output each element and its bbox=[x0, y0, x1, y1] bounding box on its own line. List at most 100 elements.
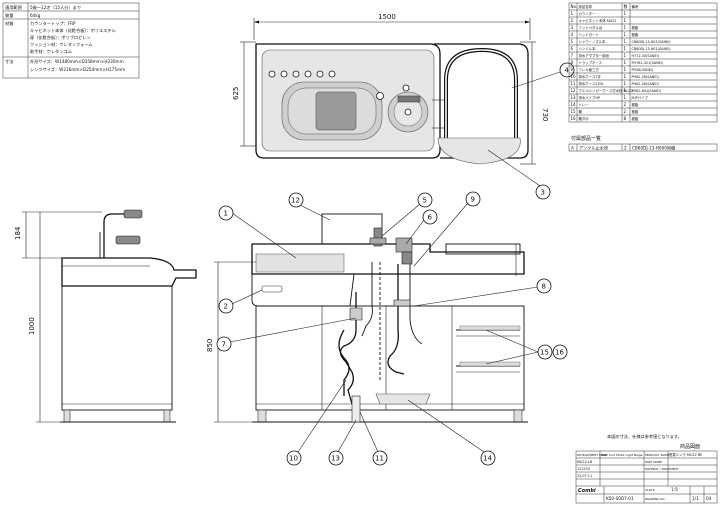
accessory-note: CB60DJ-13-H000用備 bbox=[632, 145, 675, 152]
drain-mesh-top bbox=[315, 91, 357, 131]
parts-cell: フレキ管三方 bbox=[579, 67, 600, 72]
parts-cell: 4 bbox=[571, 32, 574, 37]
callout-12: 12 bbox=[291, 197, 300, 205]
tb-scale-label: SCALE bbox=[645, 488, 655, 492]
spec-label-3: 寸法 bbox=[5, 58, 13, 65]
parts-cell: 1 bbox=[624, 60, 627, 65]
parts-cell: 1 bbox=[624, 39, 627, 44]
callout-1: 1 bbox=[224, 210, 228, 218]
parts-cell: 2 bbox=[624, 109, 627, 114]
dim-top-total: 730 bbox=[541, 108, 549, 121]
parts-cell: 樹脂 bbox=[632, 116, 639, 121]
parts-cell: 樹脂 bbox=[632, 32, 639, 37]
accessory-qty: 2 bbox=[624, 146, 627, 151]
callouts: 1 2 3 4 5 6 7 8 9 10 11 12 13 14 15 16 bbox=[216, 62, 575, 466]
parts-cell: 8 bbox=[571, 60, 574, 65]
parts-cell: キャビネット本体 MU22 bbox=[579, 18, 617, 23]
parts-cell: 8 bbox=[624, 116, 627, 121]
accessory-title: 付属部品一覧 bbox=[571, 135, 601, 142]
spec-table: 適用範囲 5歳〜12才（15人分）まで 質量 64kg 材質 カウンタートップ：… bbox=[2, 2, 140, 79]
tb-drawing-no-label: DRAWING No. bbox=[645, 497, 666, 501]
parts-cell: 5 bbox=[571, 39, 574, 44]
spec-value-2-3: クッション材：ウレタンフォーム bbox=[30, 41, 93, 48]
parts-cell: JEJPパイプ bbox=[631, 95, 649, 100]
spec-value-3-1: シンクサイズ：W216mm×D254mm×H175mm bbox=[30, 66, 125, 73]
dim-top-width: 1500 bbox=[378, 13, 396, 21]
drawing-note: 本図の寸法、仕様は参考値となります。 bbox=[607, 433, 682, 440]
callout-9: 9 bbox=[471, 196, 475, 204]
parts-cell: PH781-321(SANEI) bbox=[632, 61, 664, 65]
parts-cell: H772-30(SANEI) bbox=[632, 54, 660, 58]
dim-front-850: 850 bbox=[206, 339, 214, 352]
spec-value-2-2: 扉（化粧合板）：ポリプロピレン bbox=[30, 34, 91, 41]
parts-cell: 2 bbox=[571, 18, 574, 23]
parts-cell: 樹脂 bbox=[632, 25, 639, 30]
callout-3: 3 bbox=[541, 189, 545, 197]
tb-r0c3: 簡易シンク MU22 BE bbox=[669, 452, 702, 457]
parts-cell: 1 bbox=[624, 25, 627, 30]
spec-value-1: 64kg bbox=[30, 13, 41, 18]
parts-cell: CB60DJ-13-H01(SANEI) bbox=[632, 40, 672, 44]
accessory-list: 付属部品一覧 A アングル止水栓 2 CB60DJ-13-H000用備 bbox=[568, 135, 718, 152]
dim-side-184: 184 bbox=[14, 226, 22, 240]
callout-10: 10 bbox=[289, 455, 298, 463]
tb-drawing-no: K50-S0D7-01 bbox=[606, 496, 634, 501]
parts-cell: 排水アダプター部品 bbox=[579, 53, 610, 58]
spec-label-2: 材質 bbox=[5, 20, 13, 27]
accessory-no: A bbox=[571, 146, 574, 151]
tb-sheet: 1/1 bbox=[692, 496, 699, 501]
parts-cell: 1 bbox=[624, 81, 627, 86]
parts-cell: PH62-841(SANEI) bbox=[632, 89, 662, 93]
spec-value-2-4: 取手材：ウレタンゴム bbox=[30, 48, 72, 55]
parts-header-cell: No. bbox=[571, 4, 578, 9]
company-logo: Combi bbox=[578, 488, 596, 494]
callout-2: 2 bbox=[224, 303, 228, 311]
parts-cell: 7 bbox=[571, 53, 574, 58]
parts-cell: 樹脂 bbox=[632, 102, 639, 107]
callout-13: 13 bbox=[331, 455, 340, 463]
doc-type: 商品図面 bbox=[680, 443, 700, 450]
tb-r1c0: MU22-LB bbox=[577, 460, 593, 464]
parts-cell: 10 bbox=[571, 74, 577, 79]
front-view: 850 bbox=[206, 213, 528, 423]
callout-11: 11 bbox=[375, 455, 384, 463]
parts-cell: 3 bbox=[571, 25, 574, 30]
parts-header-cell: 備考 bbox=[632, 4, 639, 9]
callout-16: 16 bbox=[555, 349, 564, 357]
parts-cell: 1 bbox=[624, 46, 627, 51]
dim-side-1000: 1000 bbox=[28, 317, 36, 335]
parts-cell: 1 bbox=[624, 74, 627, 79]
callout-7: 7 bbox=[222, 341, 226, 349]
parts-cell: 12 bbox=[571, 88, 577, 93]
top-view: 1500 625 730 bbox=[232, 13, 549, 165]
callout-14: 14 bbox=[483, 455, 492, 463]
parts-cell: 1 bbox=[571, 11, 574, 16]
parts-cell: 2 bbox=[624, 102, 627, 107]
parts-cell: 15 bbox=[571, 109, 577, 114]
tb-r0c0: DEVELOPMENT CODE bbox=[577, 453, 607, 457]
accessory-name: アングル止水栓 bbox=[579, 145, 609, 152]
side-view: 184 1000 bbox=[14, 209, 197, 423]
parts-cell: トレー bbox=[579, 103, 590, 107]
spec-label-1: 質量 bbox=[5, 12, 13, 19]
tb-r2c2: MATERIAL / TREATMENT bbox=[645, 467, 679, 471]
title-block: 本図の寸法、仕様は参考値となります。 商品図面 DEVELOPMENT CODE… bbox=[575, 433, 718, 504]
parts-header-cell: 部品名称 bbox=[579, 4, 593, 9]
parts-cell: トラップホース bbox=[579, 60, 603, 65]
tb-r2c0: 122233 bbox=[577, 467, 590, 471]
parts-cell: PH62-28(SANEI) bbox=[632, 82, 660, 86]
parts-cell: 排水ホース250L bbox=[579, 81, 604, 86]
parts-cell: 11 bbox=[571, 81, 577, 86]
parts-cell: 16 bbox=[571, 116, 577, 121]
parts-cell: 6 bbox=[571, 46, 574, 51]
parts-cell: 排水ホースT字 bbox=[579, 74, 602, 79]
parts-cell: シャワーノズル本 bbox=[579, 39, 607, 44]
parts-cell: 排水パイプHP bbox=[579, 95, 601, 100]
parts-cell: 1 bbox=[624, 95, 627, 100]
tb-r0c1: Bath Unit MU22 Light Beige bbox=[601, 453, 643, 457]
tb-r3c0: 22.07.11 bbox=[577, 474, 592, 478]
spec-value-3-0: 外形サイズ：W1480mm×D358mm×H230mm bbox=[30, 58, 124, 65]
spec-label-0: 適用範囲 bbox=[5, 4, 22, 11]
